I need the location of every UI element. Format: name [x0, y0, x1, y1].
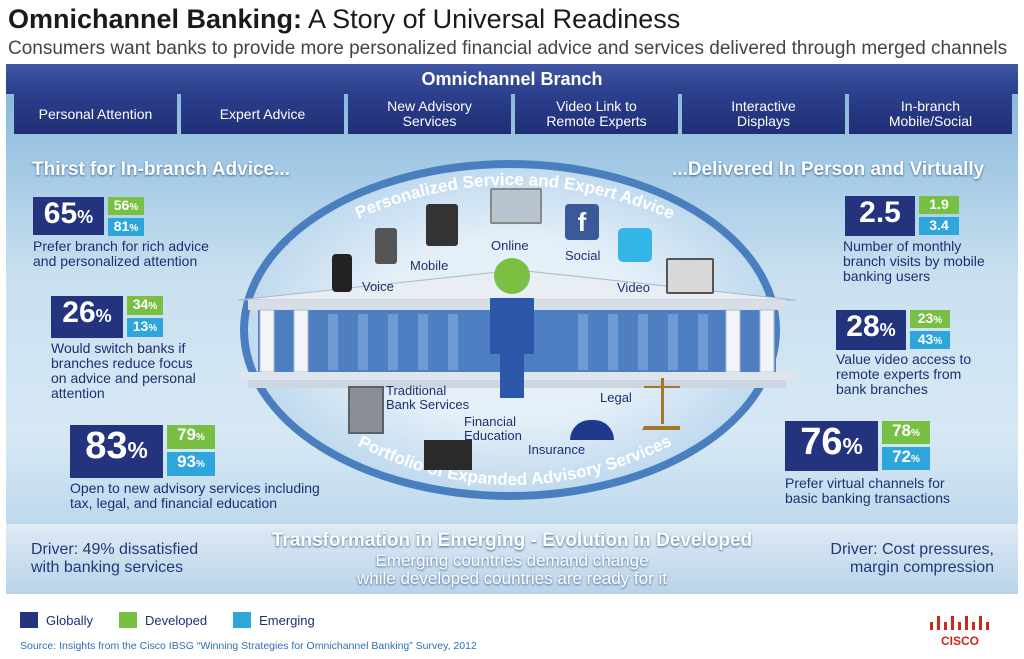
stat-global-value: 2.5 — [845, 196, 915, 236]
legend-swatch — [20, 612, 38, 628]
transformation-text: Transformation in Emerging - Evolution i… — [180, 530, 844, 588]
page-title: Omnichannel Banking: A Story of Universa… — [8, 4, 681, 34]
tab-video-link: Video Link to Remote Experts — [515, 94, 678, 134]
stat-description: Value video access to remote experts fro… — [836, 351, 972, 397]
stat-video-access: 28% 23% 43% — [836, 310, 950, 350]
phone-icon — [332, 254, 352, 292]
tablet-icon — [426, 204, 458, 246]
stat-description: Number of monthly branch visits by mobil… — [843, 238, 985, 284]
twitter-icon — [618, 228, 652, 262]
channel-legal: Legal — [600, 390, 632, 405]
stat-emerging-value: 81% — [108, 218, 144, 236]
stat-branch-visits: 2.5 1.9 3.4 — [845, 196, 959, 236]
legend-swatch — [118, 612, 137, 628]
stat-developed-value: 56% — [108, 197, 144, 215]
umbrella-icon — [570, 420, 614, 440]
stat-open-advisory: 83% 79% 93% — [70, 425, 215, 478]
tab-mobile-social: In-branch Mobile/Social — [849, 94, 1012, 134]
facebook-icon: f — [565, 204, 599, 240]
stat-global-value: 76% — [785, 421, 878, 471]
stat-global-value: 65% — [33, 197, 104, 235]
stat-virtual-channels: 76% 78% 72% — [785, 421, 930, 471]
branch-tabs: Personal Attention Expert Advice New Adv… — [14, 94, 1012, 134]
legend-globally: Globally — [20, 612, 93, 628]
stat-prefer-branch: 65% 56% 81% — [33, 197, 144, 236]
teller-icon — [348, 386, 384, 434]
stat-developed-value: 34% — [127, 296, 163, 315]
tab-interactive-displays: Interactive Displays — [682, 94, 845, 134]
cisco-logo-icon: CISCO — [930, 616, 989, 648]
stat-description: Prefer virtual channels for basic bankin… — [785, 475, 950, 506]
stat-description: Open to new advisory services including … — [70, 480, 320, 511]
stat-developed-value: 1.9 — [919, 196, 959, 214]
transformation-line1: Emerging countries demand change — [375, 551, 649, 570]
legend-developed: Developed — [118, 612, 207, 628]
channel-mobile: Mobile — [410, 258, 449, 273]
person-figure-icon — [490, 258, 534, 398]
transformation-title: Transformation in Emerging - Evolution i… — [271, 530, 753, 551]
channel-social: Social — [565, 248, 601, 263]
stat-global-value: 28% — [836, 310, 906, 350]
stat-developed-value: 78% — [882, 421, 930, 444]
stat-emerging-value: 43% — [910, 331, 950, 349]
video-laptop-icon — [666, 258, 714, 294]
legend: Globally Developed Emerging — [20, 612, 315, 628]
legend-swatch — [233, 612, 252, 628]
tab-expert-advice: Expert Advice — [181, 94, 344, 134]
stat-switch-banks: 26% 34% 13% — [51, 296, 163, 338]
stat-emerging-value: 13% — [127, 318, 163, 337]
tab-personal-attention: Personal Attention — [14, 94, 177, 134]
stat-emerging-value: 93% — [167, 452, 215, 476]
stat-developed-value: 79% — [167, 425, 215, 449]
tab-new-advisory: New Advisory Services — [348, 94, 511, 134]
stat-developed-value: 23% — [910, 310, 950, 328]
channel-online: Online — [491, 238, 529, 253]
source-note: Source: Insights from the Cisco IBSG “Wi… — [20, 640, 477, 652]
channel-insurance: Insurance — [528, 442, 586, 457]
legend-emerging: Emerging — [233, 612, 315, 628]
branch-header: Omnichannel Branch — [6, 64, 1018, 94]
stat-description: Would switch banks if branches reduce fo… — [51, 340, 196, 401]
driver-left: Driver: 49% dissatisfied with banking se… — [31, 541, 199, 576]
stat-global-value: 83% — [70, 425, 163, 478]
transformation-band — [6, 524, 1018, 594]
page-subtitle: Consumers want banks to provide more per… — [8, 38, 1008, 59]
stat-global-value: 26% — [51, 296, 123, 338]
channel-video: Video — [617, 280, 651, 295]
laptop-icon — [490, 188, 542, 224]
channel-voice: Voice — [362, 279, 394, 294]
stat-emerging-value: 72% — [882, 447, 930, 470]
svg-text:CISCO: CISCO — [941, 634, 979, 648]
desk-icon — [424, 440, 472, 470]
stat-description: Prefer branch for rich advice and person… — [33, 238, 209, 269]
right-heading: ...Delivered In Person and Virtually — [672, 159, 985, 180]
left-heading: Thirst for In-branch Advice... — [32, 159, 290, 180]
driver-right: Driver: Cost pressures, margin compressi… — [830, 541, 994, 576]
stat-emerging-value: 3.4 — [919, 217, 959, 235]
transformation-line2: while developed countries are ready for … — [357, 569, 667, 588]
channel-traditional: Traditional Bank Services — [386, 383, 470, 412]
channel-financial: Financial Education — [464, 414, 522, 443]
scales-icon — [642, 378, 680, 430]
smartphone-icon — [375, 228, 397, 264]
